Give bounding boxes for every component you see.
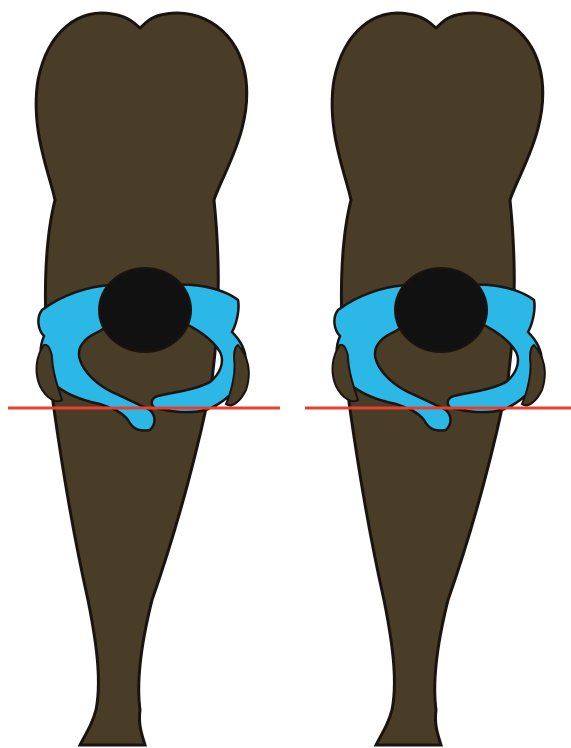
figure-right	[332, 13, 545, 745]
figure-left	[36, 13, 249, 745]
